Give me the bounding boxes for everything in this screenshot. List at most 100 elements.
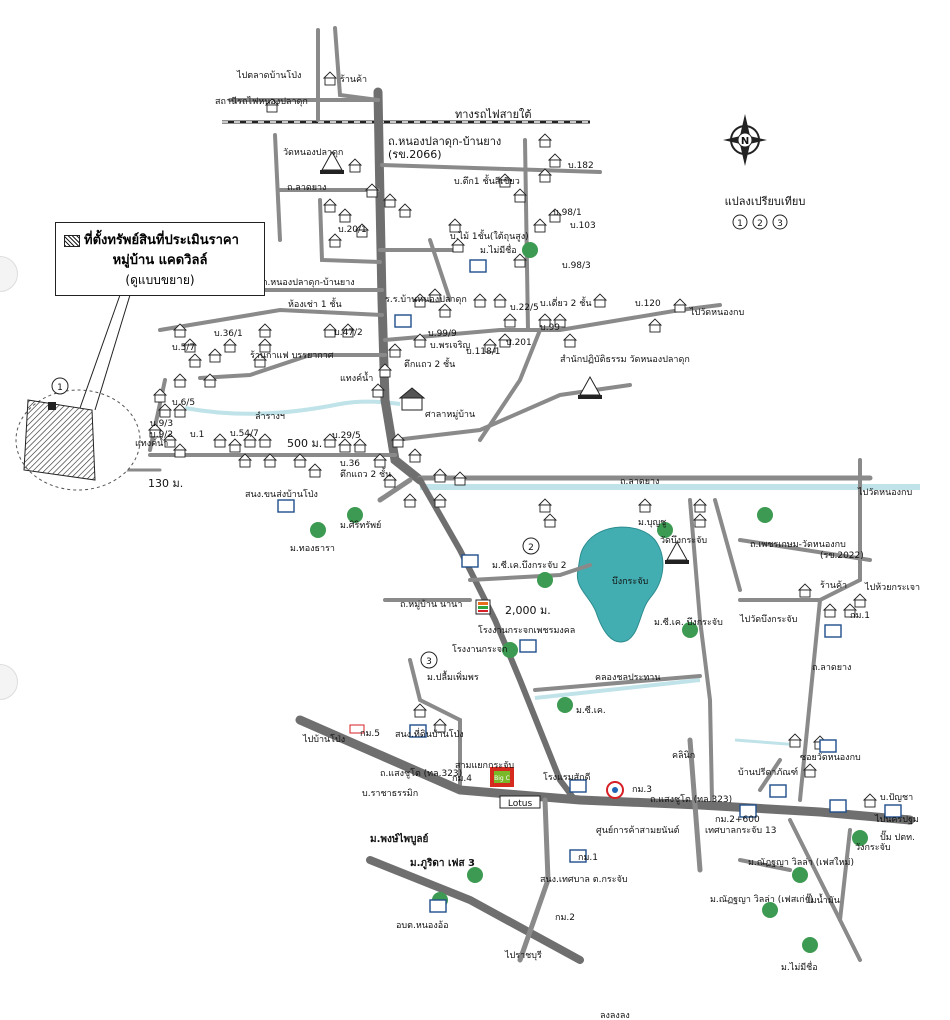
roads (118, 26, 915, 964)
house-icon (172, 403, 188, 418)
house-icon (322, 433, 338, 448)
house-icon (542, 513, 558, 528)
house-icon (537, 498, 553, 513)
temple-icon (665, 540, 689, 564)
road-to-ratchaburi (517, 797, 551, 963)
map-label: ปั๊ม ปตท. (880, 830, 915, 843)
map-label: คลองชลประทาน (595, 673, 660, 683)
map-label: สนง.เทศบาล ต.กระจับ (540, 875, 628, 885)
map-label: บ.ราชาธรรมิก (362, 788, 418, 799)
house-icon (452, 471, 468, 486)
house-icon (172, 443, 188, 458)
road-thesaban (687, 737, 703, 873)
map-label: ถ.หนองปลาดุก-บ้านยาง (262, 277, 355, 288)
map-label: วังกระจับ (855, 843, 891, 853)
house-icon (390, 433, 406, 448)
road-saengchuto-323 (295, 715, 915, 825)
compare-marker-1: 1 (51, 377, 69, 395)
house-icon (354, 223, 370, 238)
office-building-icon (409, 724, 427, 738)
map-label: แทงค์น้ำ (135, 436, 168, 449)
temple-icon (578, 375, 602, 399)
house-icon (407, 448, 423, 463)
map-label: ไปราชบุรี (504, 950, 542, 961)
house-icon (437, 303, 453, 318)
road-nansara (738, 858, 792, 872)
map-label: บ.54/7 (230, 429, 259, 439)
map-label: กม.1 (578, 853, 598, 863)
road-nongpladuk-banyang (373, 87, 425, 485)
road-to-watnongkob (383, 303, 722, 342)
house-icon (322, 71, 338, 86)
house-icon (497, 333, 513, 348)
map-label: ตึกแถว 2 ชั้น (340, 467, 391, 480)
house-icon (347, 158, 363, 173)
house-icon (182, 338, 198, 353)
legend-box: ที่ตั้งทรัพย์สินที่ประเมินราคา หมู่บ้าน … (55, 222, 265, 296)
distance-130m: 130 ม. (148, 477, 183, 490)
svg-text:3: 3 (777, 219, 783, 229)
map-label: ไปวัดหนองกบ (857, 487, 912, 498)
house-icon (382, 473, 398, 488)
house-icon (237, 453, 253, 468)
office-building-icon (569, 849, 587, 863)
house-icon (387, 343, 403, 358)
house-icon (842, 603, 858, 618)
compare-title: แปลงเปรียบเทียบ (725, 195, 806, 208)
abt-icon (349, 724, 365, 734)
road-north-b (333, 26, 380, 102)
map-label: วัดบึงกระจับ (660, 535, 707, 546)
office-building-icon (394, 314, 412, 328)
svg-text:N: N (741, 136, 749, 147)
map-label: อบต.หนองอ้อ (396, 920, 449, 931)
house-icon (797, 583, 813, 598)
office-building-icon (461, 554, 479, 568)
compare-marker-3: 3 (420, 651, 438, 669)
office-building-icon (277, 499, 295, 513)
map-label: แทงค์น้ำ (340, 371, 373, 384)
map-label: ม.บุญชู (638, 518, 666, 528)
house-icon (162, 433, 178, 448)
map-label: บ.118/1 (466, 347, 501, 357)
road-connector (377, 477, 413, 503)
map-label: ไปตลาดบ้านโป่ง (236, 70, 301, 81)
office-building-icon (429, 899, 447, 913)
map-label: ม.ซี.เค. (576, 705, 606, 716)
house-icon (537, 168, 553, 183)
map-label: สถานีรถไฟหนองปลาดุก (215, 96, 308, 107)
map-label: คลินิก (672, 750, 695, 761)
house-icon (482, 338, 498, 353)
tree-icon (467, 867, 483, 883)
road-sike2 (468, 563, 592, 582)
map-label: บ.เดี่ยว 2 ชั้น (540, 296, 592, 309)
house-icon (307, 463, 323, 478)
road-latyang-east (798, 598, 822, 802)
map-label: ถ.หมู่บ้าน นานา (400, 599, 462, 610)
house-icon (492, 293, 508, 308)
lotus-icon: Lotus (499, 795, 541, 809)
house-icon (802, 763, 818, 778)
svg-text:Big C: Big C (494, 775, 510, 782)
svg-text:3: 3 (426, 657, 432, 667)
house-icon (450, 238, 466, 253)
house-icon (412, 703, 428, 718)
map-label: บ.99/9 (428, 329, 457, 339)
map-label: กม.1 (850, 611, 870, 621)
house-icon (187, 353, 203, 368)
map-label: บ.ปัญชา (880, 793, 913, 803)
house-icon (382, 193, 398, 208)
road-west-mid (408, 658, 462, 792)
map-label: ม.ณัฏฐญา วิลล่า (เฟสเก่า) (710, 894, 813, 905)
map-label: บ.36/1 (214, 329, 243, 339)
canal-lamrang (184, 399, 401, 416)
map-label: บ.120 (635, 299, 661, 309)
road-diag (428, 238, 452, 302)
map-label: บ.9/2 (150, 430, 173, 440)
canal-east (734, 738, 801, 747)
map-label: บ.36 (340, 459, 360, 469)
house-icon (227, 438, 243, 453)
map-label: บ.20/1 (338, 225, 367, 235)
house-icon (257, 338, 273, 353)
office-building-icon (824, 624, 842, 638)
road-east-vertical (523, 138, 530, 332)
